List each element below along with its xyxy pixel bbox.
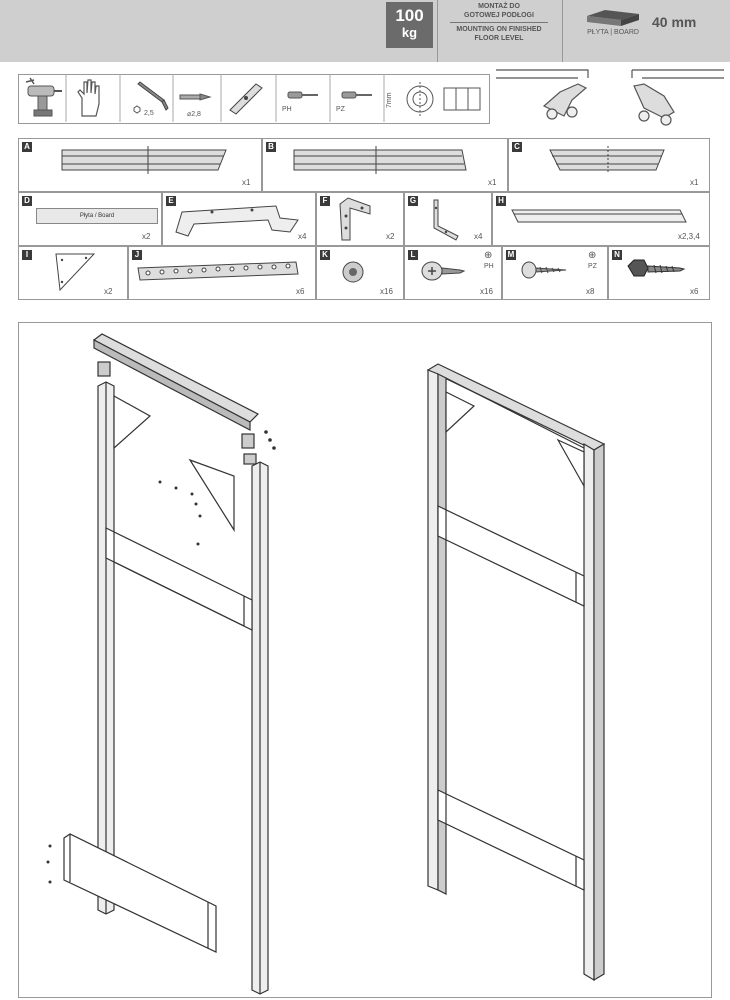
top-rail-a-drawing	[61, 146, 227, 174]
screw-m-drive: PZ	[588, 263, 597, 270]
part-box-c	[508, 138, 710, 192]
part-letter-e: E	[166, 196, 176, 206]
mount-pl-line1: MONTAŻ DO	[478, 3, 520, 10]
screw-l-drive: PH	[484, 263, 494, 270]
part-letter-b: B	[266, 142, 276, 152]
part-qty-h: x2,3,4	[678, 232, 700, 241]
part-qty-f: x2	[386, 232, 395, 241]
mounting-note: MONTAŻ DO GOTOWEJ PODŁOGI MOUNTING ON FI…	[440, 2, 558, 60]
hinge-detail-icon	[406, 82, 481, 116]
part-qty-g: x4	[474, 232, 483, 241]
part-box-n	[608, 246, 710, 300]
divider	[437, 0, 438, 62]
drill-bit-icon	[179, 93, 212, 101]
profile-h-drawing	[511, 209, 687, 223]
screw-m-icon	[521, 261, 567, 279]
part-qty-c: x1	[690, 178, 699, 187]
part-letter-a: A	[22, 142, 32, 152]
screw-l-icon	[421, 261, 466, 281]
part-qty-m: x8	[586, 287, 595, 296]
measure-label: 7mm	[386, 92, 393, 108]
header-band	[0, 0, 730, 62]
spacer-k-icon	[342, 261, 364, 283]
divider	[562, 0, 563, 62]
utility-knife-icon	[229, 83, 263, 115]
pozidriv-icon: ⊕	[588, 250, 597, 261]
part-letter-c: C	[512, 142, 522, 152]
hex-key-icon	[133, 81, 169, 114]
mount-pl-line2: GOTOWEJ PODŁOGI	[464, 12, 534, 19]
perforated-strip-j-drawing	[137, 261, 299, 281]
part-qty-l: x16	[480, 287, 493, 296]
hex-key-size: 2,5	[144, 110, 154, 117]
glove-icon	[77, 79, 100, 117]
hex-screw-n-icon	[627, 259, 686, 277]
part-qty-j: x6	[296, 287, 305, 296]
screwdriver-pz-icon	[341, 91, 372, 99]
load-value: 100	[395, 6, 424, 25]
part-letter-g: G	[408, 196, 418, 206]
board-panel-d: Płyta / Board	[36, 208, 158, 224]
load-unit: kg	[401, 25, 418, 40]
corner-bracket-f-drawing	[339, 197, 371, 241]
part-qty-d: x2	[142, 232, 151, 241]
part-letter-f: F	[320, 196, 330, 206]
part-qty-k: x16	[380, 287, 393, 296]
corner-connector-detail	[496, 69, 724, 126]
screwdriver-ph-icon	[287, 91, 318, 99]
part-box-m	[502, 246, 608, 300]
part-qty-i: x2	[104, 287, 113, 296]
drill-icon	[25, 77, 62, 117]
part-letter-n: N	[612, 250, 622, 260]
part-letter-j: J	[132, 250, 142, 260]
screwdriver-pz-label: PZ	[336, 106, 345, 113]
top-rail-b-drawing	[293, 146, 467, 174]
top-rail-c-drawing	[549, 146, 665, 174]
exploded-frame-drawing	[46, 333, 276, 995]
part-letter-k: K	[320, 250, 330, 260]
load-capacity-badge: 100 kg	[386, 2, 433, 48]
screwdriver-ph-label: PH	[282, 106, 292, 113]
drill-bit-size: ⌀2,8	[187, 111, 201, 118]
gusset-plate-i-drawing	[55, 253, 96, 292]
mount-en-line1: MOUNTING ON FINISHED	[456, 26, 542, 33]
part-letter-h: H	[496, 196, 506, 206]
board-icon	[587, 10, 639, 26]
part-qty-n: x6	[690, 287, 699, 296]
part-letter-m: M	[506, 250, 516, 260]
part-qty-a: x1	[242, 178, 251, 187]
mount-separator	[450, 22, 548, 23]
angle-bracket-g-drawing	[433, 199, 459, 241]
part-qty-b: x1	[488, 178, 497, 187]
part-letter-d: D	[22, 196, 32, 206]
assembled-frame-drawing	[426, 363, 606, 982]
part-box-g	[404, 192, 492, 246]
board-label: PŁYTA | BOARD	[587, 29, 639, 36]
bracket-e-drawing	[175, 205, 299, 237]
mount-en-line2: FLOOR LEVEL	[474, 35, 524, 42]
part-letter-l: L	[408, 250, 418, 260]
part-box-f	[316, 192, 404, 246]
phillips-icon: ⊕	[484, 250, 493, 261]
tools-dividers	[65, 74, 385, 122]
part-qty-e: x4	[298, 232, 307, 241]
part-letter-i: I	[22, 250, 32, 260]
board-thickness: 40 mm	[652, 14, 697, 30]
